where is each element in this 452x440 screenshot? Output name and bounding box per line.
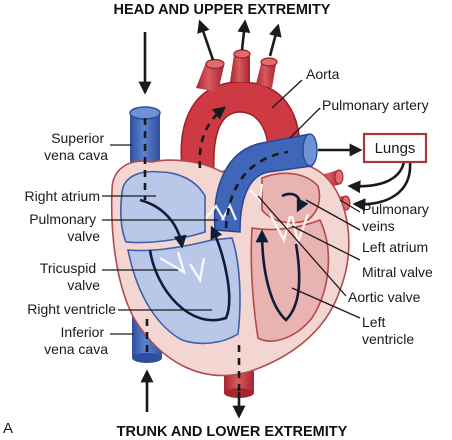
right-atrium	[120, 170, 206, 244]
pulmonary-valve-leaflets	[205, 203, 238, 221]
label-mitral-valve: Mitral valve	[362, 264, 433, 280]
panel-letter: A	[3, 420, 13, 437]
label-left-ventricle: Left ventricle	[362, 314, 414, 347]
tricuspid-valve-leaflets	[159, 251, 206, 284]
label-left-atrium: Left atrium	[362, 239, 428, 255]
label-pulmonary-veins-line1: Pulmonary	[362, 201, 429, 217]
lungs-label: Lungs	[375, 140, 416, 157]
label-aortic-valve: Aortic valve	[348, 289, 421, 305]
label-aorta: Aorta	[306, 66, 340, 82]
label-pulmonary-veins: Pulmonary veins	[362, 201, 433, 234]
label-pulmonary-valve-line2: valve	[67, 228, 100, 244]
label-superior-vena-cava-line1: Superior	[51, 130, 104, 146]
leader-pulmonary-artery	[289, 107, 321, 139]
top-title: HEAD AND UPPER EXTREMITY	[114, 2, 331, 18]
leader-aorta	[271, 79, 303, 109]
label-tricuspid-valve-line1: Tricuspid	[40, 260, 96, 276]
flow-left-atrium-into-ventricle	[281, 192, 309, 213]
flow-arrow-lungs-return-1	[347, 161, 406, 194]
left-ventricle	[250, 218, 330, 342]
label-pulmonary-valve-line1: Pulmonary	[29, 211, 96, 227]
flow-arrow-lungs-return-2	[352, 161, 412, 212]
flow-arrow-head-vessel-2	[237, 19, 251, 51]
label-right-atrium: Right atrium	[25, 188, 100, 204]
label-inferior-vena-cava-line1: Inferior	[61, 324, 105, 340]
flow-arrow-head-vessel-3	[268, 23, 282, 57]
lungs-box: Lungs	[362, 132, 428, 164]
label-pulmonary-artery: Pulmonary artery	[322, 97, 429, 113]
label-superior-vena-cava-line2: vena cava	[44, 147, 108, 163]
flow-right-atrium-to-ventricle	[139, 198, 187, 249]
flow-arrow-head-vessel-1	[197, 19, 215, 61]
flow-pulmonary-dashed	[224, 150, 289, 229]
flow-left-ventricle-loop	[255, 229, 301, 322]
leader-mitral-valve	[291, 225, 361, 261]
label-pulmonary-valve: Pulmonary valve	[29, 211, 100, 244]
leader-aortic-valve	[257, 195, 347, 297]
pulmonary-artery	[213, 133, 318, 233]
flow-right-ventricle-loop	[148, 225, 231, 322]
leader-left-ventricle	[291, 287, 361, 319]
leader-pulmonary-veins	[339, 199, 361, 213]
leader-left-atrium	[305, 199, 361, 231]
flow-aorta-dashed	[198, 106, 227, 169]
bottom-title: TRUNK AND LOWER EXTREMITY	[117, 424, 348, 440]
label-inferior-vena-cava-line2: vena cava	[44, 341, 108, 357]
label-tricuspid-valve: Tricuspid valve	[40, 260, 100, 293]
label-inferior-vena-cava: Inferior vena cava	[44, 324, 108, 357]
label-pulmonary-veins-line2: veins	[362, 218, 395, 234]
label-right-ventricle: Right ventricle	[27, 301, 116, 317]
label-left-ventricle-line1: Left	[362, 314, 385, 330]
label-tricuspid-valve-line2: valve	[67, 277, 100, 293]
label-left-ventricle-line2: ventricle	[362, 331, 414, 347]
aortic-valve-leaflets	[249, 183, 264, 203]
label-superior-vena-cava: Superior vena cava	[44, 130, 108, 163]
